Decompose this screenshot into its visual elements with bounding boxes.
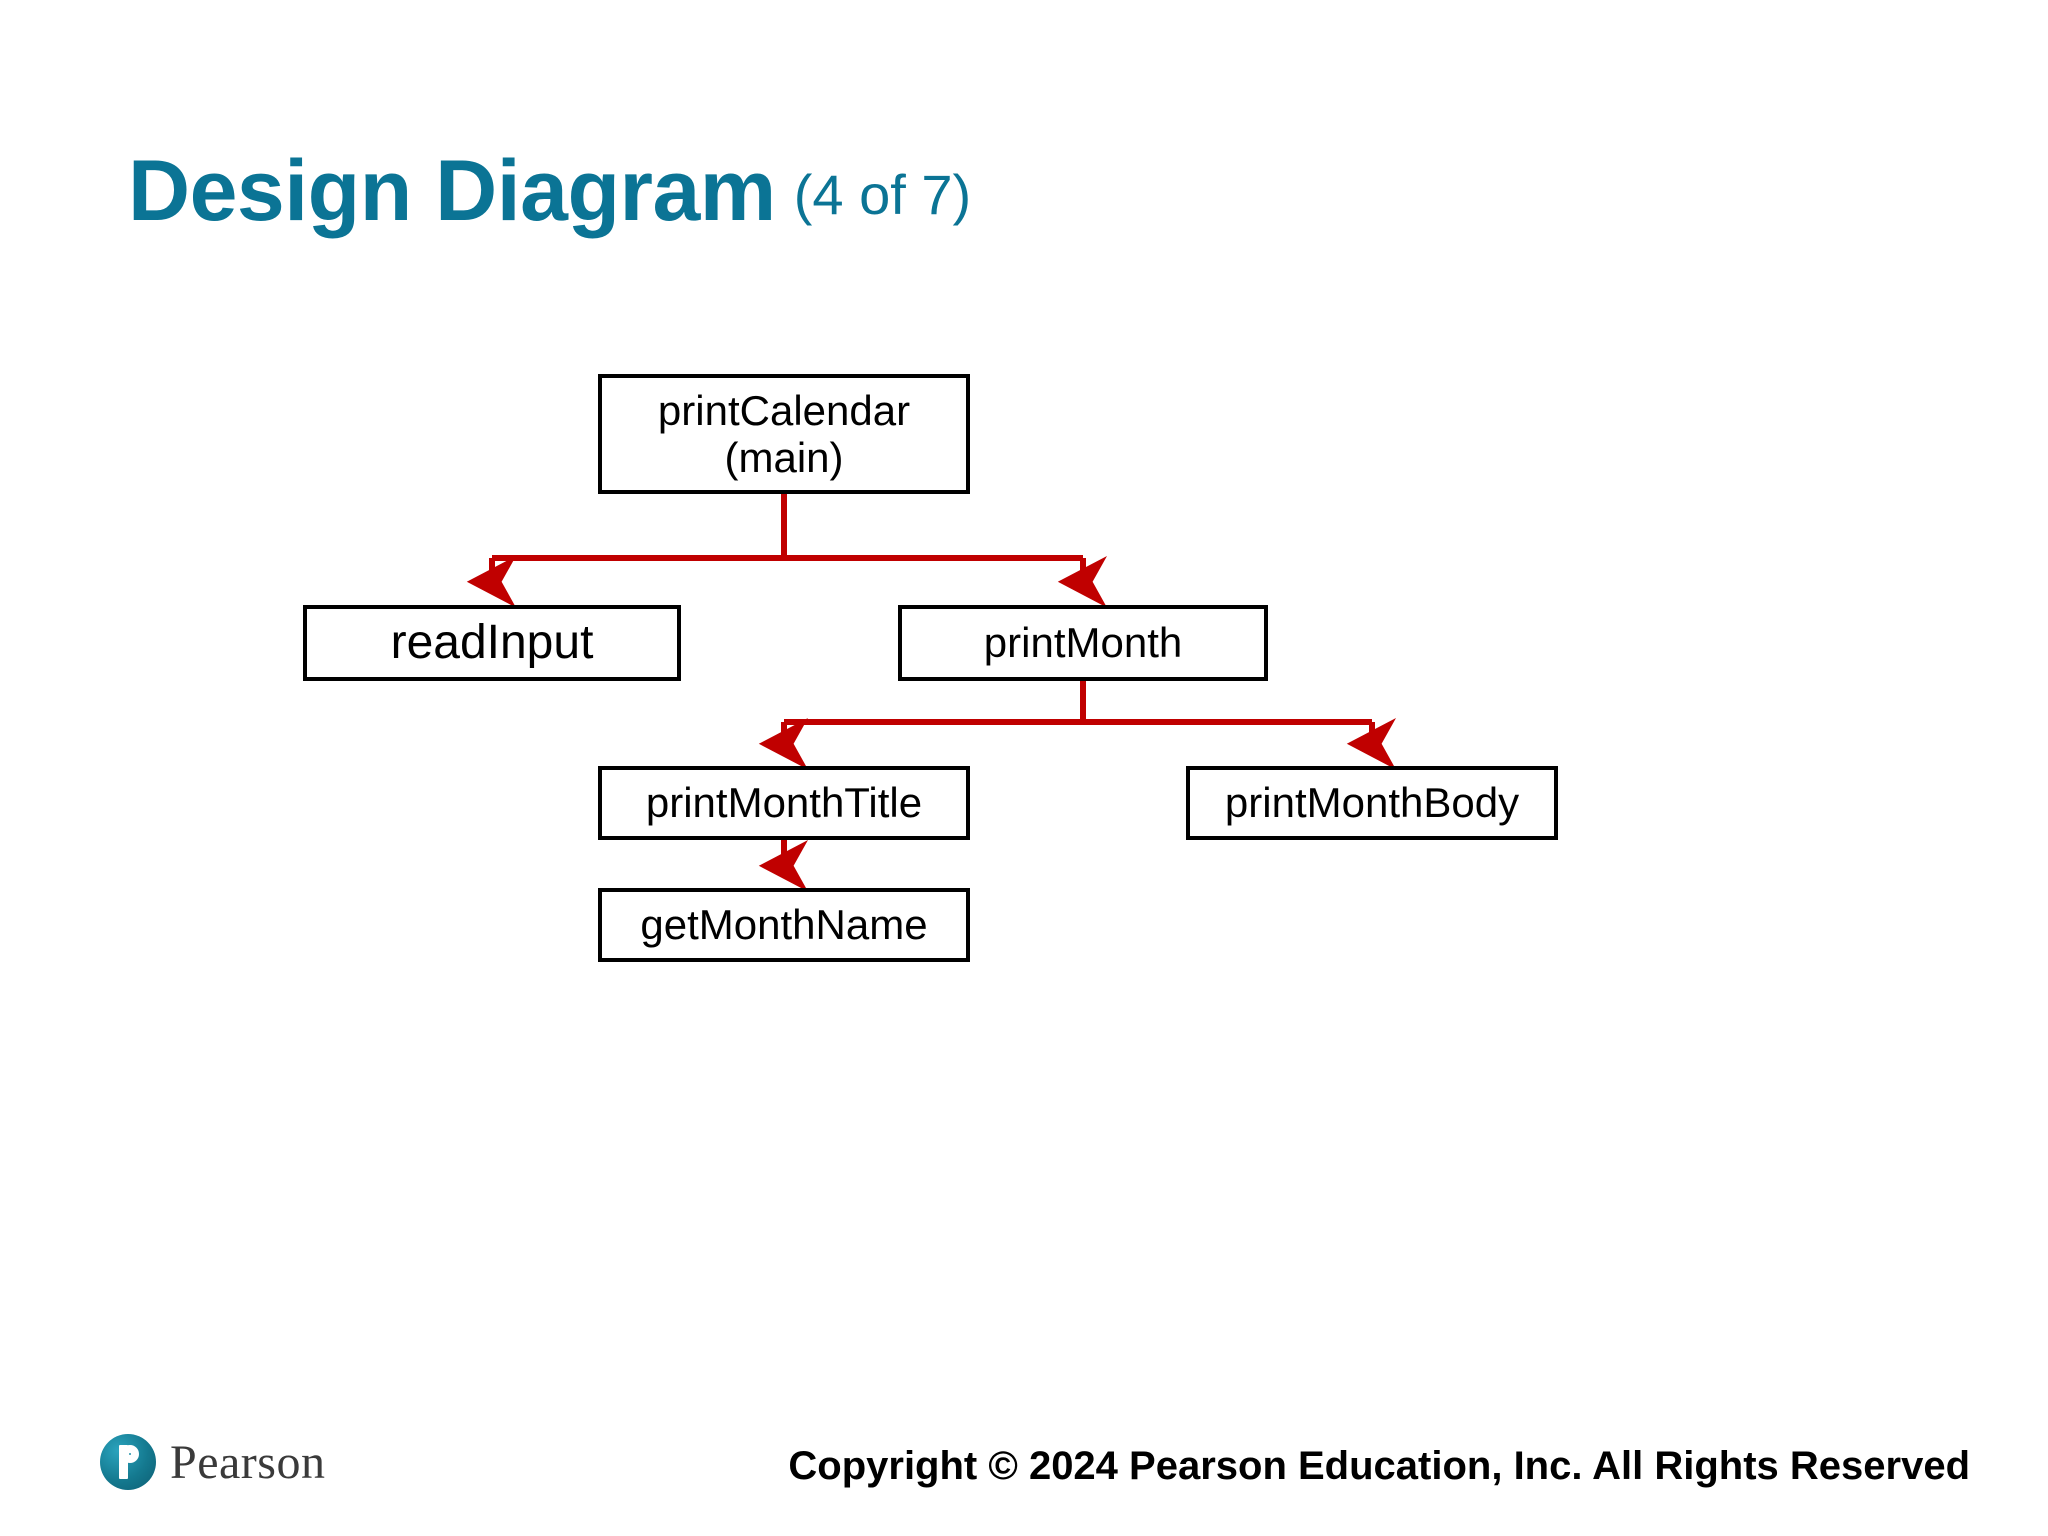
page-title-counter: (4 of 7)	[793, 163, 972, 226]
node-printmonthtitle[interactable]: printMonthTitle	[598, 766, 970, 840]
pearson-interrobang-icon	[100, 1434, 156, 1490]
slide-footer: Pearson Copyright © 2024 Pearson Educati…	[0, 1416, 2048, 1536]
pearson-wordmark: Pearson	[170, 1435, 326, 1489]
edge-printCalendar-children	[466, 494, 1108, 608]
edge-printMonth-children	[758, 681, 1397, 770]
page-title: Design Diagram(4 of 7)	[128, 148, 971, 234]
node-printcalendar[interactable]: printCalendar (main)	[598, 374, 970, 494]
page-title-main: Design Diagram	[128, 143, 776, 239]
node-readinput[interactable]: readInput	[303, 605, 681, 681]
node-printmonthbody[interactable]: printMonthBody	[1186, 766, 1558, 840]
node-printmonth[interactable]: printMonth	[898, 605, 1268, 681]
copyright-notice: Copyright © 2024 Pearson Education, Inc.…	[788, 1444, 1970, 1488]
pearson-logo: Pearson	[100, 1434, 325, 1490]
node-getmonthname[interactable]: getMonthName	[598, 888, 970, 962]
